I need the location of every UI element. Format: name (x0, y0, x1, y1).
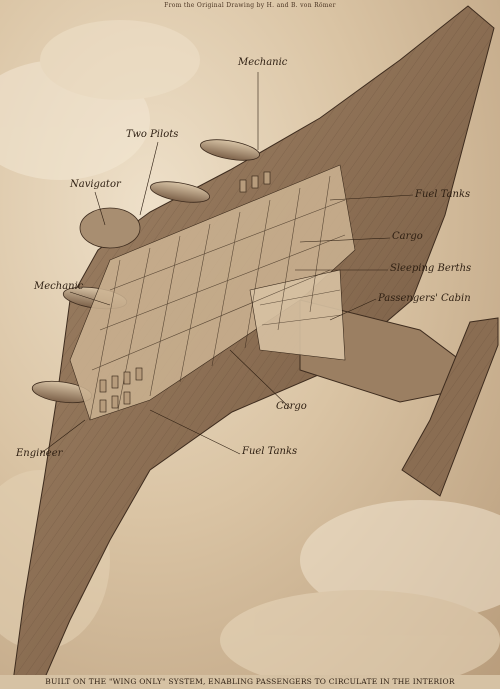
label-fuel-tanks-bottom: Fuel Tanks (242, 446, 298, 457)
caption: BUILT ON THE "WING ONLY" SYSTEM, ENABLIN… (0, 675, 500, 689)
label-two-pilots: Two Pilots (126, 129, 179, 140)
label-mechanic-left: Mechanic (34, 281, 84, 292)
label-cargo-right: Cargo (392, 231, 423, 242)
label-navigator: Navigator (70, 179, 121, 190)
clouds (0, 20, 500, 689)
cutaway-interior (69, 164, 356, 421)
label-mechanic-top: Mechanic (238, 57, 288, 68)
label-engineer: Engineer (16, 448, 63, 459)
label-passengers-cabin: Passengers' Cabin (378, 293, 471, 304)
label-cargo-bottom: Cargo (276, 401, 307, 412)
label-sleeping-berths: Sleeping Berths (390, 263, 472, 274)
leader-lines (39, 72, 414, 455)
drawing-credit: From the Original Drawing by H. and B. v… (164, 2, 336, 9)
label-fuel-tanks-right: Fuel Tanks (415, 189, 471, 200)
